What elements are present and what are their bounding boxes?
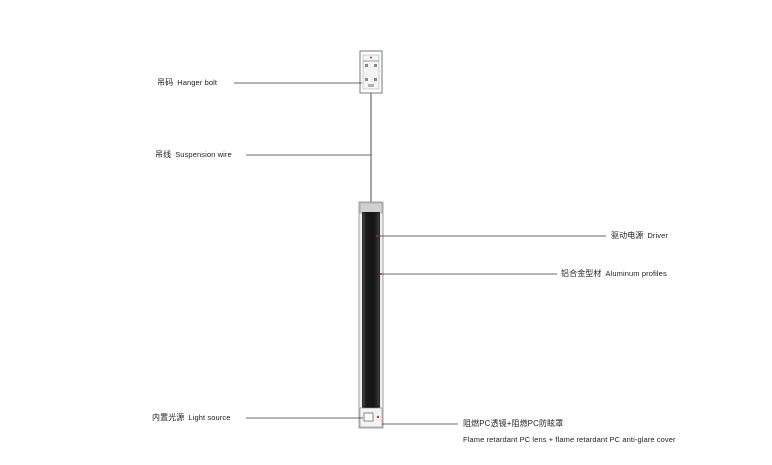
hanger-bolt [359, 50, 383, 94]
label-driver-zh: 驱动电源 [611, 231, 644, 240]
label-light-source-zh: 内置光源 [152, 413, 185, 422]
fixture-body [358, 201, 384, 429]
label-suspension-wire-en: Suspension wire [175, 150, 232, 159]
label-cover-zh: 阻燃PC透镜+阻燃PC防眩罩 [463, 419, 563, 429]
label-hanger-bolt-zh: 吊码 [157, 78, 174, 87]
label-aluminum-profiles-en: Aluminum profiles [605, 269, 667, 278]
label-hanger-bolt-en: Hanger bolt [177, 78, 218, 87]
label-driver-en: Driver [647, 231, 669, 240]
label-suspension-wire-zh: 吊线 [155, 150, 172, 159]
label-aluminum-profiles-zh: 铝合金型材 [561, 269, 602, 278]
label-light-source-en: Light source [188, 413, 231, 422]
label-cover-zh-text: 阻燃PC透镜+阻燃PC防眩罩 [463, 419, 564, 428]
label-cover-en-text: Flame retardant PC lens + flame retardan… [463, 435, 676, 444]
label-cover-en: Flame retardant PC lens + flame retardan… [463, 435, 676, 445]
